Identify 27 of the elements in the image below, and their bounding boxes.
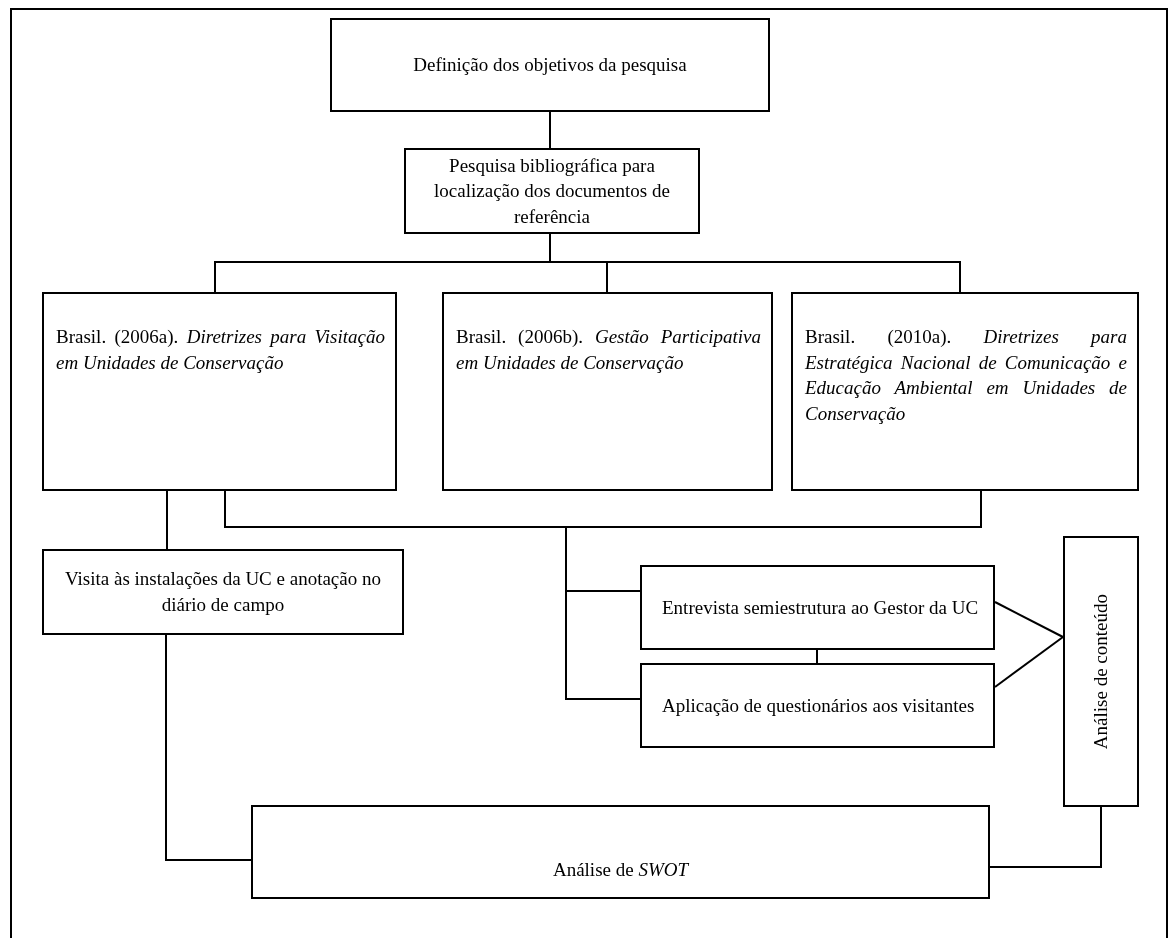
- box-text: Visita às instalações da UC e anotação no diário de campo: [64, 567, 382, 617]
- process-box: [442, 292, 773, 491]
- box-text: Análise de SWOT: [552, 858, 689, 883]
- vertical-process-box: [1063, 536, 1139, 807]
- box-text: Brasil. (2006b). Gestão Participativa em Unidades de Conservação: [455, 325, 762, 375]
- process-box: [330, 18, 770, 112]
- connector-line: [994, 601, 1064, 638]
- connector-line: [166, 490, 168, 550]
- box-text: Brasil. (2006a). Diretrizes para Visitação em Unidades de Conservação: [55, 325, 386, 375]
- process-box: [42, 549, 404, 635]
- process-box: [251, 805, 990, 899]
- connector-line: [549, 111, 551, 149]
- process-box: [640, 565, 995, 650]
- process-box: [791, 292, 1139, 491]
- process-box: [640, 663, 995, 748]
- box-text: Brasil. (2010a). Diretrizes para Estratégica Nacional de Comunicação e Educação Ambiental em Unidades de Conservação: [804, 325, 1128, 426]
- connector-line: [165, 634, 252, 861]
- connector-line: [816, 649, 818, 664]
- box-text: Pesquisa bibliográfica para localização dos documentos de referência: [433, 153, 671, 229]
- box-text: Definição dos objetivos da pesquisa: [412, 53, 688, 78]
- process-box: [42, 292, 397, 491]
- connector-line: [989, 806, 1102, 868]
- box-text: Análise de conteúdo: [1089, 593, 1113, 750]
- box-text: Aplicação de questionários aos visitantes: [661, 693, 976, 718]
- process-box: [404, 148, 700, 234]
- connector-line: [994, 636, 1064, 688]
- box-text: Entrevista semiestrutura ao Gestor da UC: [661, 595, 980, 620]
